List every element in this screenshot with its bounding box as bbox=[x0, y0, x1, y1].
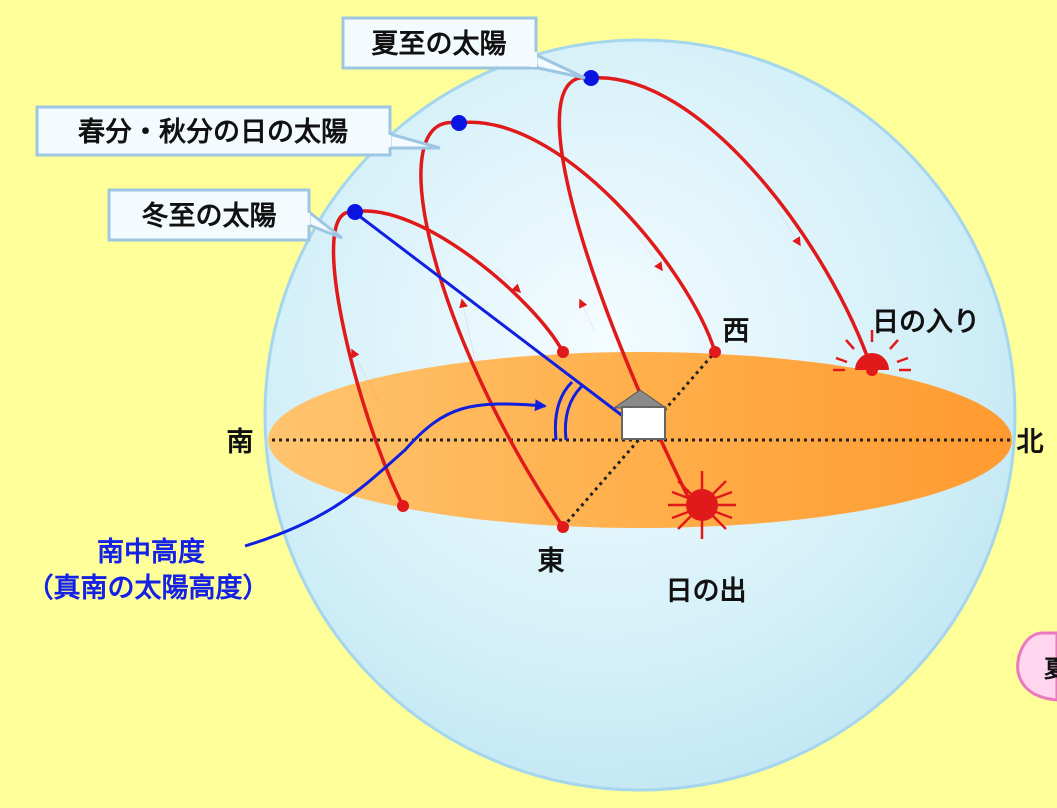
winter-noon-sun-dot bbox=[347, 204, 363, 220]
altitude-angle-arc bbox=[553, 380, 574, 441]
summer-callout-label: 夏至の太陽 bbox=[372, 29, 507, 60]
culmination-sublabel: （真南の太陽高度） bbox=[27, 572, 270, 604]
sunrise-sun-icon bbox=[668, 471, 736, 539]
west-label: 西 bbox=[723, 316, 750, 347]
equinox-callout: 春分・秋分の日の太陽 bbox=[35, 105, 441, 157]
equinox-sun-path bbox=[419, 120, 721, 533]
altitude-line bbox=[353, 210, 629, 422]
observer-house-icon bbox=[612, 389, 668, 440]
winter-callout: 冬至の太陽 bbox=[107, 188, 343, 242]
partial-bubble-text: 夏 bbox=[1044, 655, 1057, 683]
east-label: 東 bbox=[538, 546, 565, 577]
summer-callout: 夏至の太陽 bbox=[341, 16, 586, 80]
equinox-noon-sun-dot bbox=[451, 115, 467, 131]
north-label: 北 bbox=[1017, 427, 1044, 458]
altitude-angle-arc-outer bbox=[563, 384, 584, 441]
equinox-callout-label: 春分・秋分の日の太陽 bbox=[78, 117, 348, 148]
winter-callout-label: 冬至の太陽 bbox=[142, 200, 277, 232]
winter-sun-path bbox=[331, 209, 569, 512]
culmination-label: 南中高度 bbox=[97, 536, 205, 568]
summer-noon-sun-dot bbox=[583, 70, 599, 86]
culmination-pointer bbox=[244, 399, 547, 548]
sunset-sun-icon bbox=[833, 330, 911, 372]
partial-speech-bubble: 夏 bbox=[1016, 631, 1057, 702]
south-label: 南 bbox=[227, 427, 254, 458]
sunset-label: 日の入り bbox=[872, 307, 980, 338]
sunrise-label: 日の出 bbox=[666, 576, 747, 607]
